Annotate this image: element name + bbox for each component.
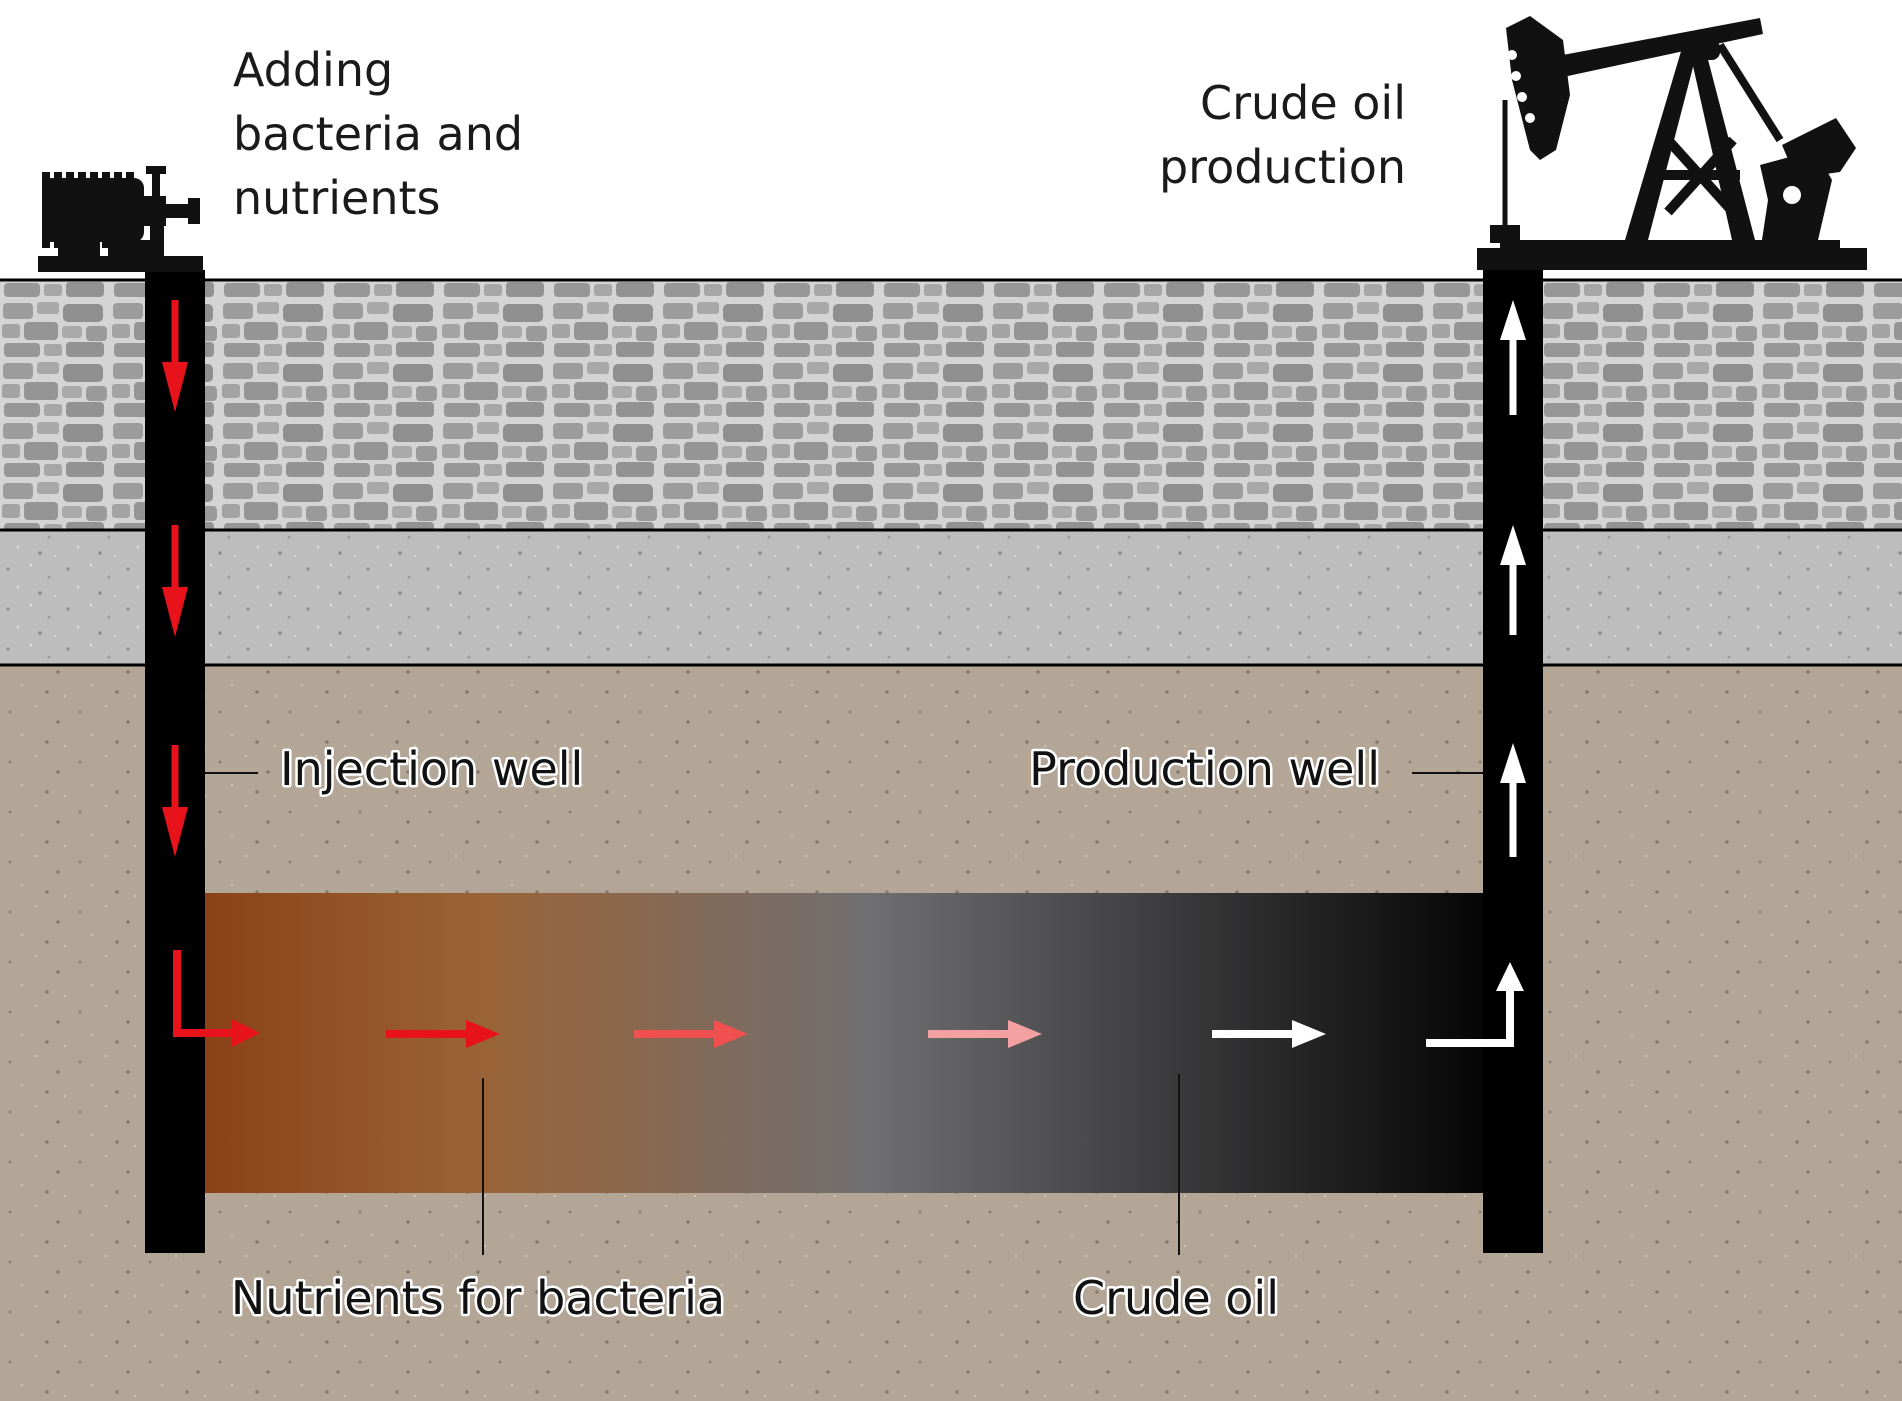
injection-elbow-arrow bbox=[173, 950, 260, 1047]
flow-arrow bbox=[634, 1020, 748, 1048]
oil-pumpjack-icon bbox=[1477, 16, 1867, 270]
production-arrow bbox=[1500, 525, 1526, 635]
crude-oil-label: Crude oil bbox=[1073, 1271, 1279, 1325]
rock-layer bbox=[0, 280, 1902, 530]
flow-arrow bbox=[1212, 1020, 1326, 1048]
injection-arrow bbox=[162, 745, 188, 857]
production-elbow-arrow bbox=[1426, 962, 1524, 1047]
production-arrow bbox=[1500, 300, 1526, 415]
gravel-layer bbox=[0, 530, 1902, 665]
adding-label-line3: nutrients bbox=[233, 171, 441, 225]
production-label-line1: Crude oil bbox=[1200, 76, 1406, 130]
production-well-label: Production well bbox=[1029, 742, 1380, 796]
nutrients-label: Nutrients for bacteria bbox=[231, 1271, 725, 1325]
reservoir-zone bbox=[205, 893, 1485, 1193]
motor-pump-icon bbox=[38, 166, 203, 272]
injection-arrow bbox=[162, 525, 188, 637]
production-arrow bbox=[1500, 743, 1526, 857]
injection-arrow bbox=[162, 300, 188, 412]
adding-label-line2: bacteria and bbox=[233, 107, 523, 161]
flow-arrow bbox=[928, 1020, 1042, 1048]
injection-well-label: Injection well bbox=[280, 742, 583, 796]
flow-arrow bbox=[386, 1020, 500, 1048]
adding-label-line1: Adding bbox=[233, 43, 393, 97]
production-label-line2: production bbox=[1159, 140, 1406, 194]
